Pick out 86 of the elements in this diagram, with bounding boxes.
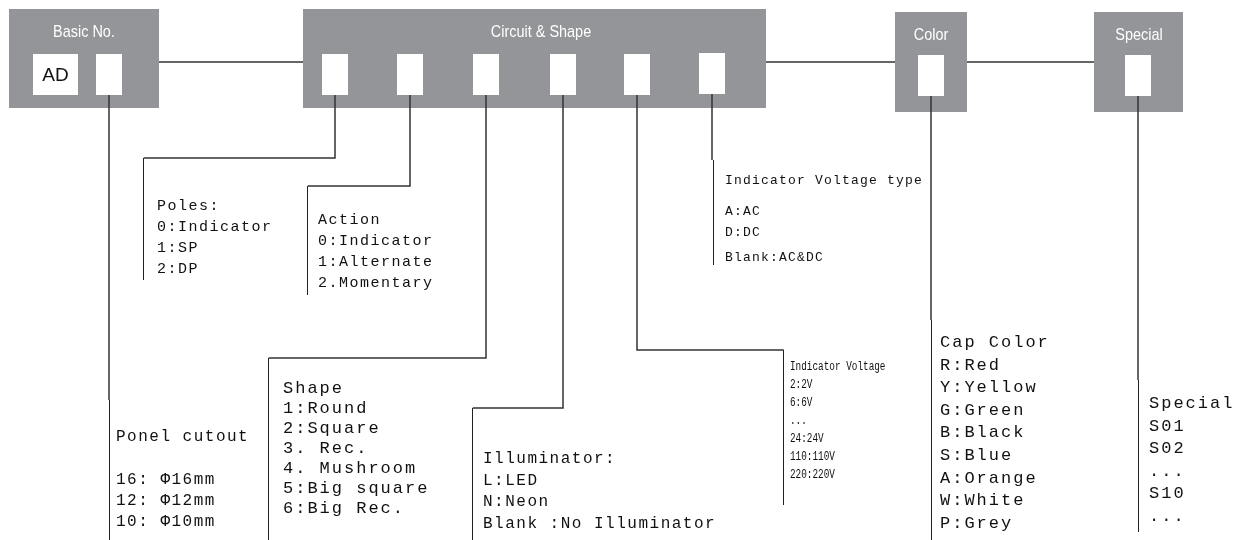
option-text: S02 [1149, 438, 1186, 460]
connector-line [158, 61, 304, 63]
code-slot [918, 55, 944, 96]
option-text: N:Neon [483, 492, 550, 513]
connector-line [765, 61, 896, 63]
option-text: 1:Alternate [318, 253, 434, 273]
option-text: B:Black [940, 422, 1026, 445]
option-text: 2:DP [157, 260, 199, 280]
code-slot: AD [33, 54, 78, 95]
option-text: S:Blue [940, 444, 1014, 467]
option-text: 2:2V [790, 377, 813, 394]
option-text: 220:220V [790, 467, 835, 484]
option-text: 16: Φ16mm [116, 470, 216, 491]
option-heading: Ponel cutout [116, 427, 250, 448]
code-group-box [1094, 12, 1183, 112]
option-text: D:DC [725, 224, 761, 242]
option-text: ... [1149, 460, 1186, 483]
leader-line [143, 94, 336, 159]
option-heading: Cap Color [940, 332, 1050, 354]
option-text: 0:Indicator [157, 218, 273, 238]
option-text: A:Orange [940, 467, 1038, 490]
option-text: 1:Round [283, 399, 369, 419]
code-slot [699, 53, 725, 94]
code-group-box [9, 9, 159, 108]
option-list [143, 158, 273, 280]
code-group-box [895, 12, 967, 112]
leader-line [108, 94, 110, 401]
group-title: Circuit & Shape [490, 22, 592, 42]
option-list [307, 186, 434, 295]
option-text: 0:Indicator [318, 232, 434, 252]
code-slot [1125, 55, 1151, 96]
option-heading: Indicator Voltage type [725, 172, 924, 190]
option-list [931, 320, 1050, 540]
option-heading: Illuminator: [483, 449, 617, 470]
option-text: ... [790, 413, 807, 430]
option-text: Y:Yellow [940, 377, 1038, 400]
option-list [472, 408, 717, 540]
option-text: 2.Momentary [318, 274, 434, 294]
leader-line [711, 93, 713, 161]
option-text: ... [1149, 505, 1186, 528]
option-text: 6:6V [790, 395, 813, 412]
option-heading: Indicator Voltage [790, 359, 886, 376]
code-slot [473, 54, 499, 95]
option-list [1138, 380, 1235, 532]
code-slot [397, 54, 423, 95]
option-list [268, 358, 430, 540]
option-text: 3. Rec. [283, 439, 369, 459]
code-slot [322, 54, 348, 95]
option-text: W:White [940, 490, 1026, 513]
option-text: 4. Mushroom [283, 459, 418, 479]
option-text: S10 [1149, 483, 1186, 505]
option-text: 1:SP [157, 239, 199, 259]
option-text: A:AC [725, 203, 761, 221]
option-list [713, 160, 924, 265]
option-text: S01 [1149, 415, 1186, 438]
option-heading: Special [1149, 393, 1235, 415]
option-heading: Poles: [157, 197, 220, 217]
option-heading: Shape [283, 379, 344, 399]
option-text: 12: Φ12mm [116, 491, 216, 512]
option-text: G:Green [940, 399, 1026, 422]
option-text: 24:24V [790, 431, 824, 448]
option-text: L:LED [483, 470, 539, 492]
leader-line [1137, 95, 1139, 381]
code-slot [624, 54, 650, 95]
connector-line [966, 61, 1095, 63]
group-title: Special [1115, 25, 1163, 45]
option-text: 110:110V [790, 449, 835, 466]
leader-line [472, 94, 564, 409]
option-text: 6:Big Rec. [283, 499, 406, 519]
option-text: R:Red [940, 354, 1001, 377]
option-text: 10: Φ10mm [116, 512, 216, 533]
option-heading: Action [318, 211, 381, 231]
code-slot [96, 54, 122, 95]
code-group-box [303, 9, 766, 108]
option-text: 2:Square [283, 419, 381, 439]
option-text: Blank:AC&DC [725, 249, 824, 267]
option-text: Blank :No Illuminator [483, 513, 717, 535]
code-slot [550, 54, 576, 95]
leader-line [930, 95, 932, 321]
leader-line [636, 94, 785, 351]
group-title: Basic No. [53, 22, 115, 42]
group-title: Color [913, 25, 949, 45]
option-text: P:Grey [940, 512, 1014, 535]
leader-line [307, 94, 411, 187]
option-text: 5:Big square [283, 479, 430, 499]
leader-line [268, 94, 487, 359]
